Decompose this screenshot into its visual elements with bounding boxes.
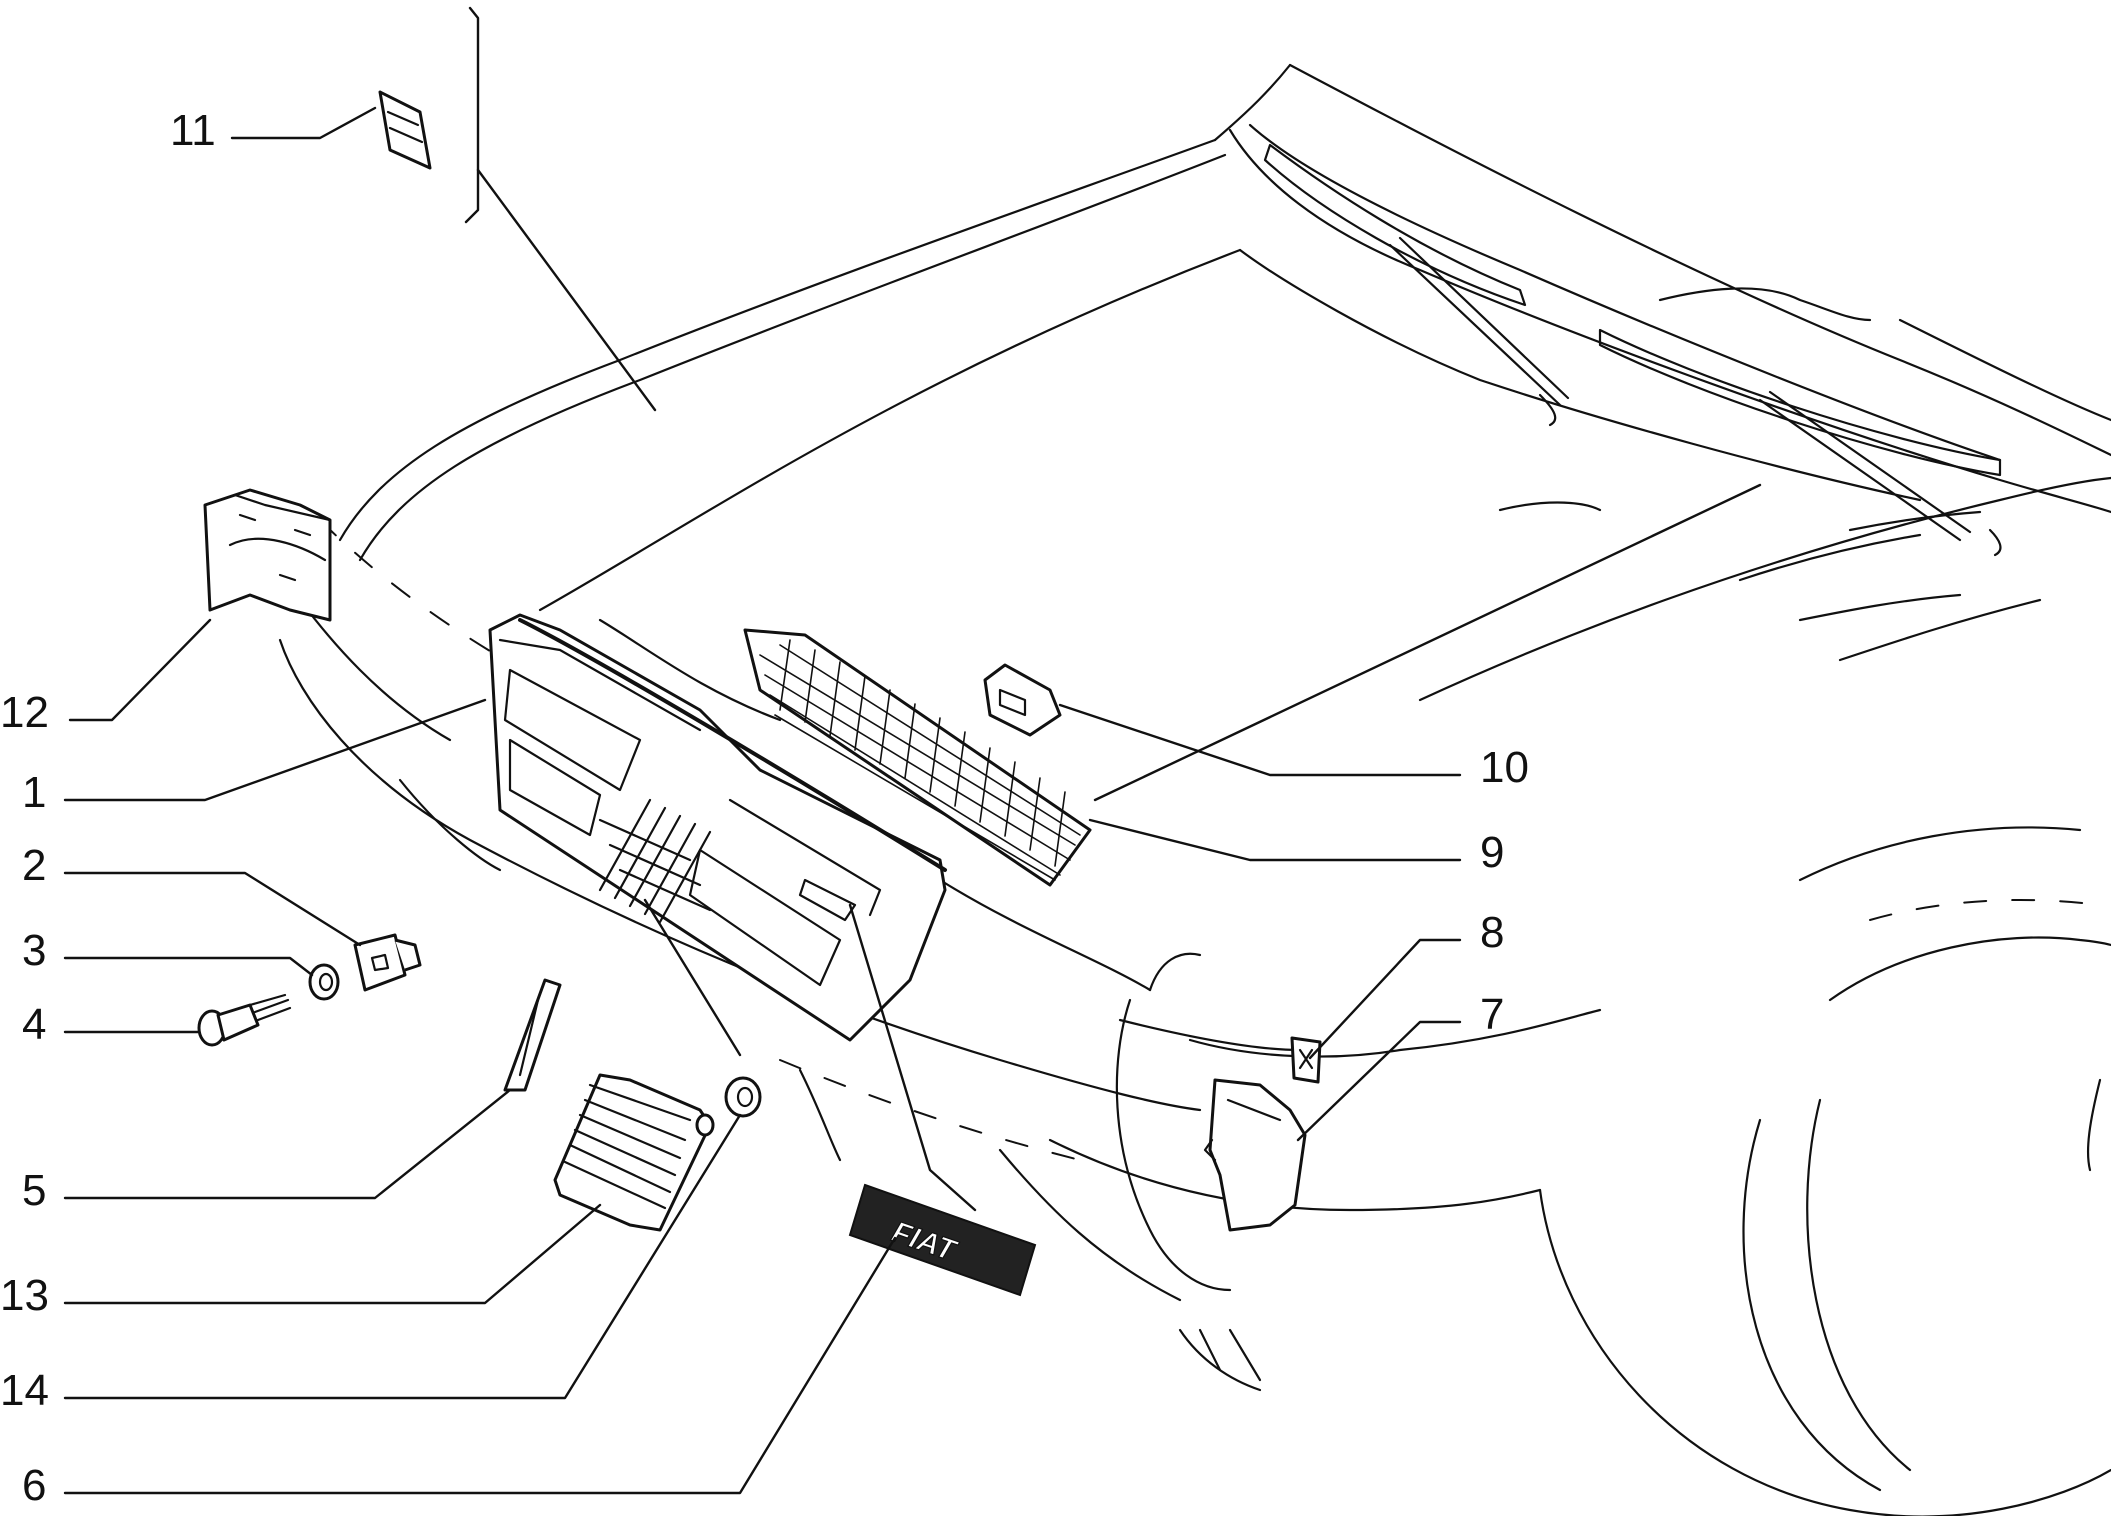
callout-13: 13 [0,1271,49,1320]
part-11-clip [378,90,432,170]
callout-4: 4 [22,1000,46,1049]
part-14-grommet [724,1076,762,1118]
callout-6: 6 [22,1461,46,1510]
callout-labels: 11 12 1 2 3 4 5 13 14 6 10 9 8 7 [0,106,1529,1510]
part-12-bonnet-bracket [203,488,332,622]
callout-3: 3 [22,926,46,975]
callout-9: 9 [1480,828,1504,877]
callout-11: 11 [170,106,216,155]
part-9-grille-mesh [743,628,1092,887]
part-2-fastener [353,933,422,992]
callout-10: 10 [1480,743,1529,792]
grille-mesh-cells [779,639,1066,867]
part-8-clip [1290,1036,1322,1084]
wheel [1538,826,2111,1516]
callout-8: 8 [1480,908,1504,957]
part-3-nut [308,963,340,1001]
part-10-grille-clip [983,663,1062,737]
part-4-screw [197,993,292,1047]
part-1-radiator-grille [488,613,947,1042]
part-13-bellows [553,1073,715,1232]
callout-2: 2 [22,841,46,890]
callout-7: 7 [1480,990,1504,1039]
part-7-cover-panel [1203,1078,1307,1232]
part-5-trim-strip [503,978,562,1092]
part-6-fiat-badge: FIAT [848,1183,1037,1297]
wiper-arms [1263,143,2002,557]
leader-lines [63,6,1762,1495]
car-body-outline [278,63,2111,1392]
callout-5: 5 [22,1166,46,1215]
callout-1: 1 [22,768,46,817]
callout-12: 12 [0,688,49,737]
callout-14: 14 [0,1366,49,1415]
